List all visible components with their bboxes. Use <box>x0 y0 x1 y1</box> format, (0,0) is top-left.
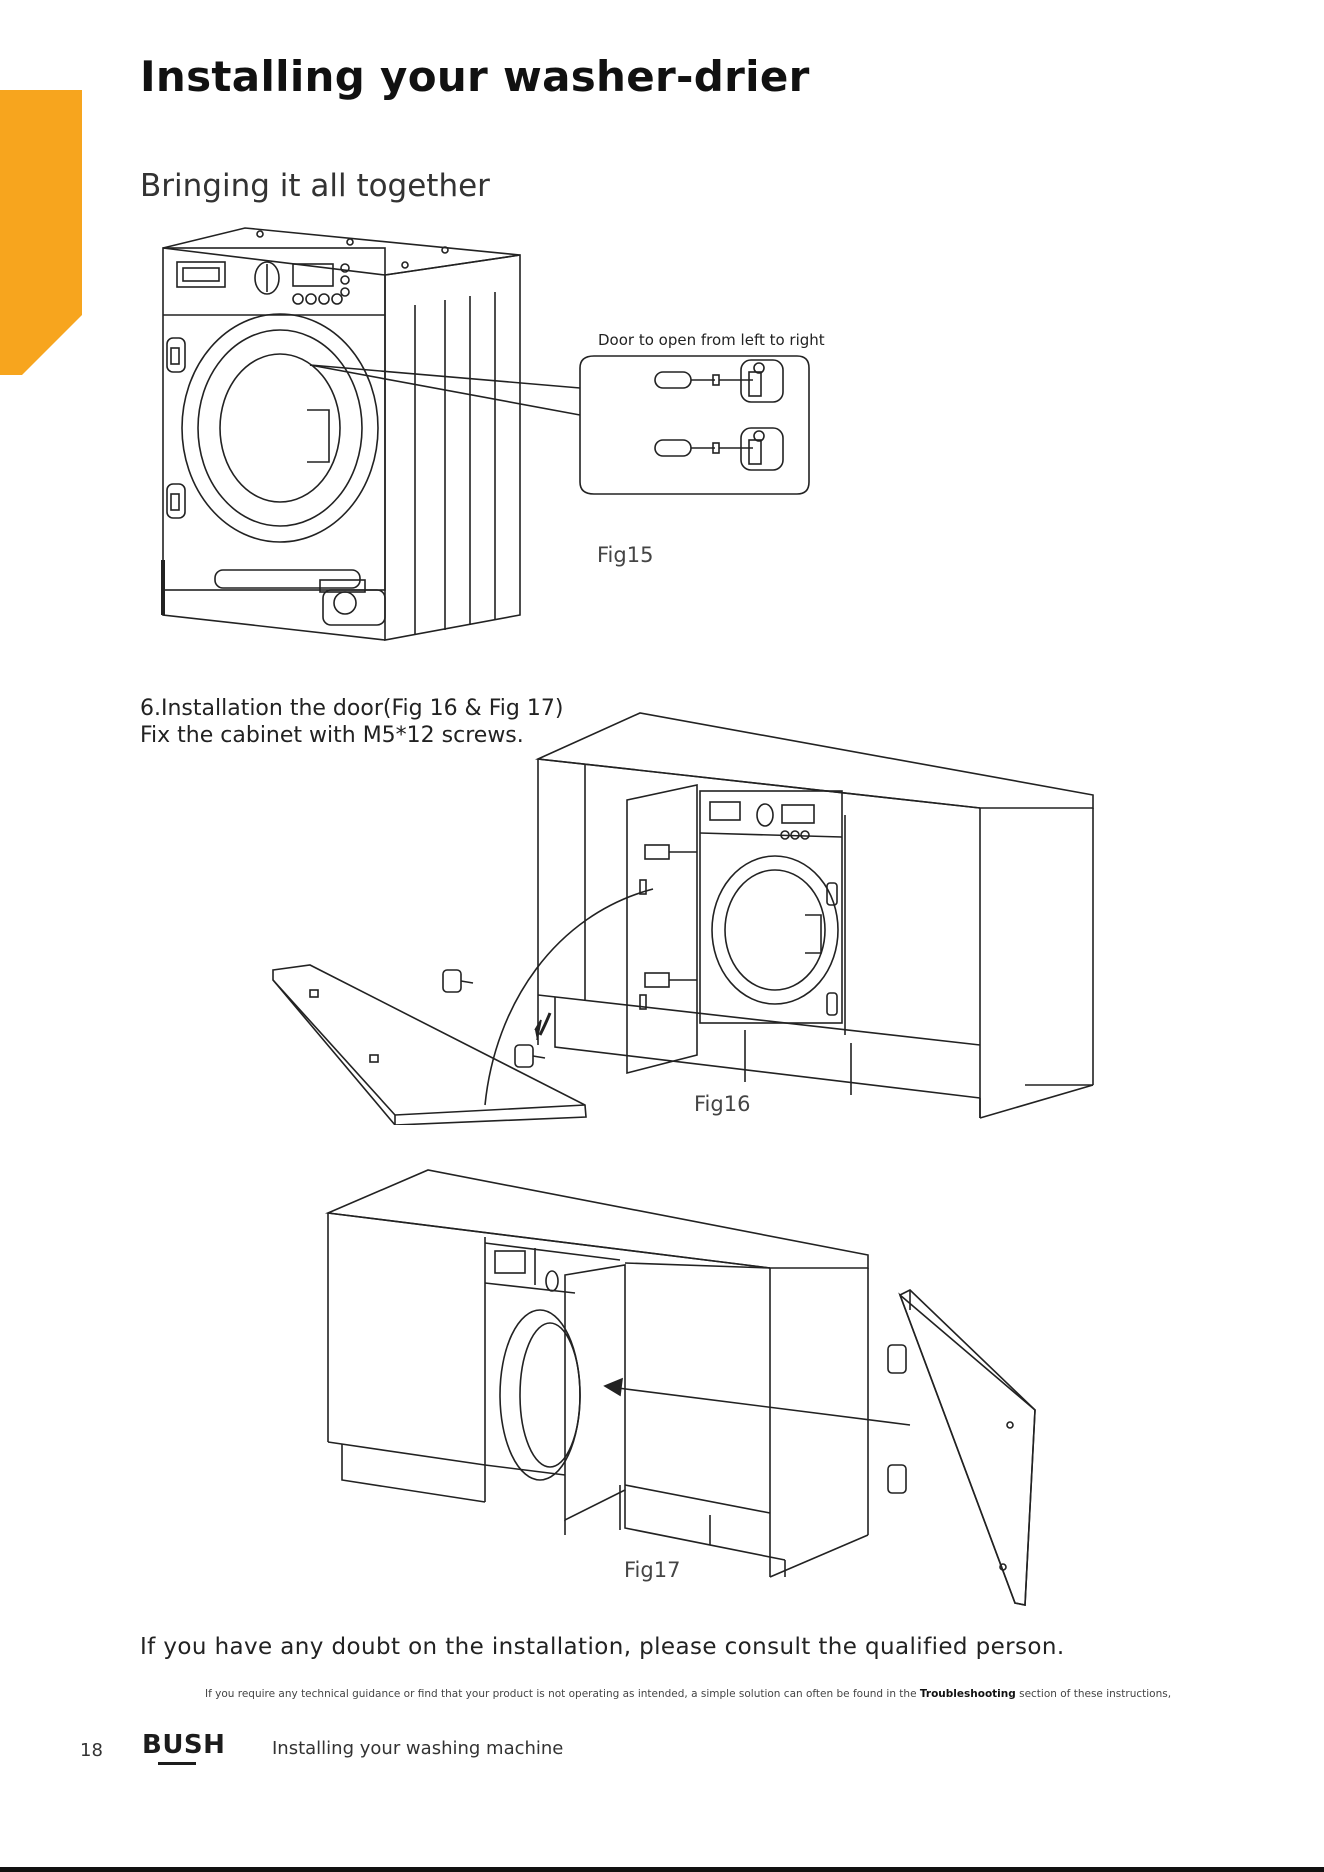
step-6-instructions: 6.Installation the door(Fig 16 & Fig 17)… <box>140 695 563 749</box>
note-text-after: section of these instructions, <box>1015 1688 1172 1700</box>
figure-15-washer <box>155 220 855 650</box>
page-title: Installing your washer-drier <box>140 52 810 101</box>
fig16-caption: Fig16 <box>694 1092 751 1116</box>
brand-logo: BUSH <box>142 1730 226 1760</box>
fig15-callout-label: Door to open from left to right <box>598 331 825 349</box>
note-text-before: If you require any technical guidance or… <box>205 1688 920 1700</box>
fig17-caption: Fig17 <box>624 1558 681 1582</box>
figure-16-door-install <box>265 705 1105 1125</box>
brand-logo-underline <box>158 1762 196 1765</box>
step-6-detail: Fix the cabinet with M5*12 screws. <box>140 723 524 748</box>
troubleshooting-link-text: Troubleshooting <box>919 1688 1016 1700</box>
figure-17-door-fix <box>320 1165 1040 1615</box>
page-number: 18 <box>80 1740 103 1761</box>
section-tab <box>0 90 82 375</box>
fig15-caption: Fig15 <box>597 543 654 567</box>
consult-qualified-person-text: If you have any doubt on the installatio… <box>140 1634 1065 1660</box>
bottom-rule <box>0 1867 1324 1872</box>
section-title: Bringing it all together <box>140 168 490 204</box>
step-6-title: 6.Installation the door(Fig 16 & Fig 17) <box>140 696 564 721</box>
troubleshooting-note: If you require any technical guidance or… <box>205 1688 1265 1700</box>
footer-section-label: Installing your washing machine <box>272 1738 564 1759</box>
